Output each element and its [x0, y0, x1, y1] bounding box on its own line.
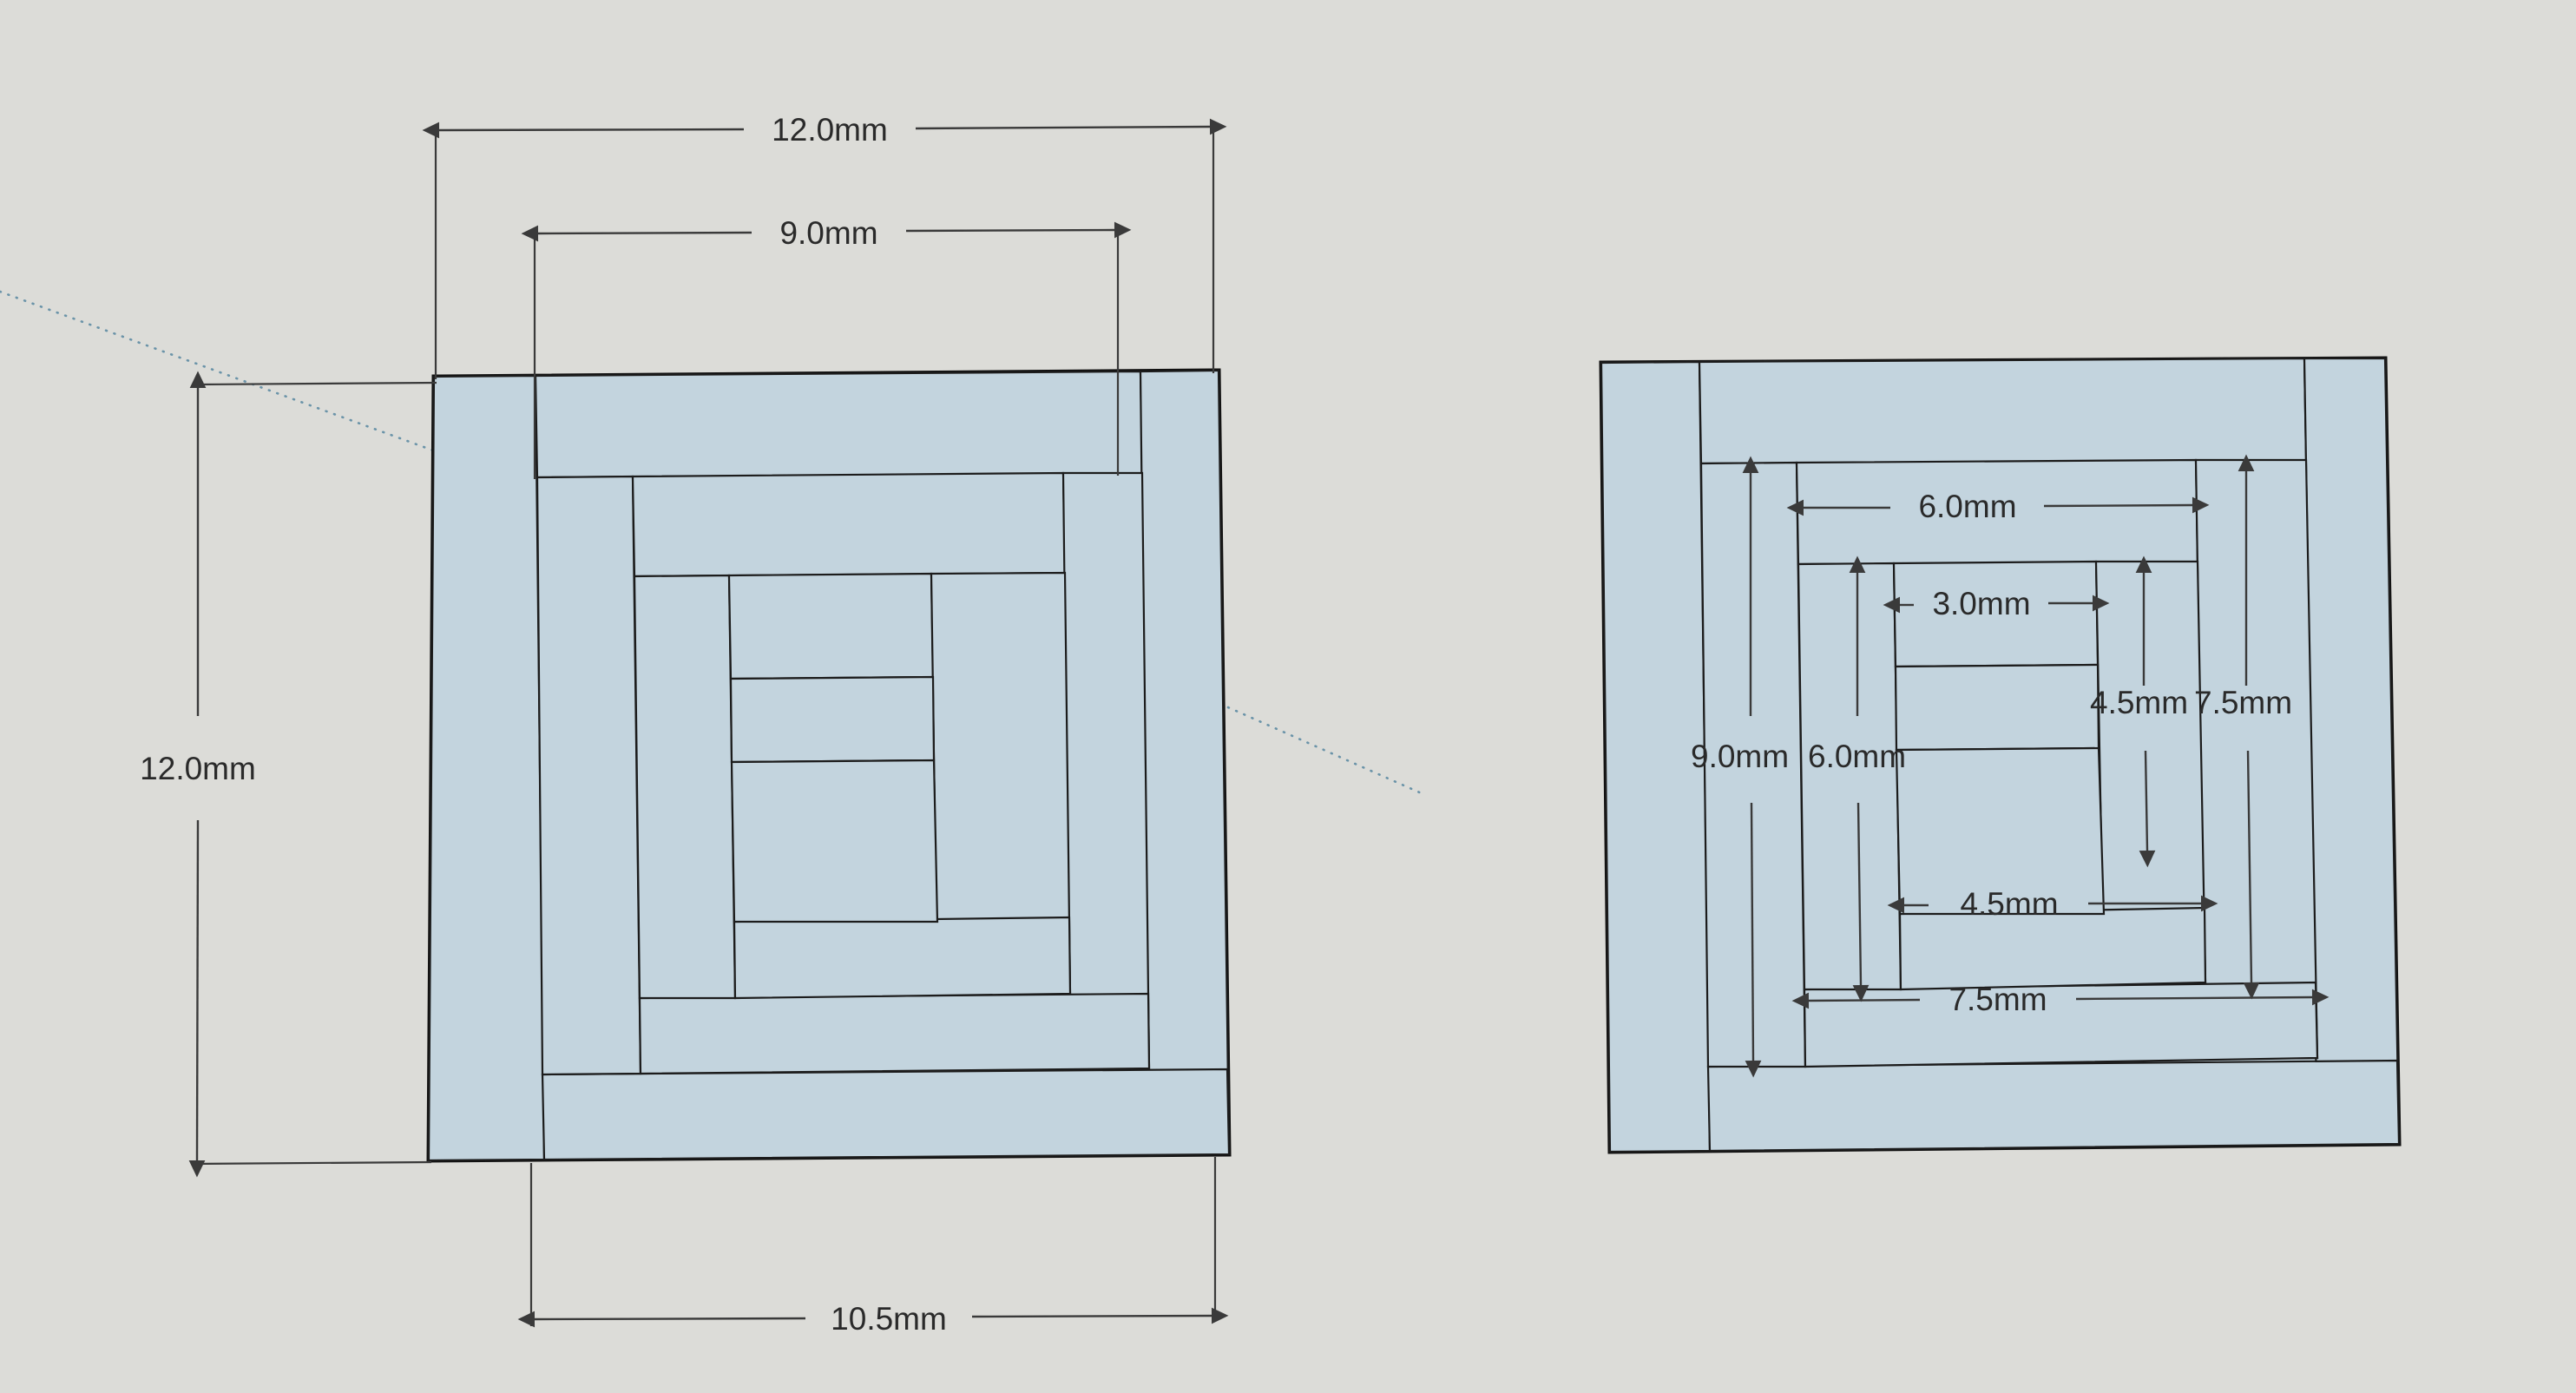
guide-line-upper-left: [0, 290, 444, 456]
dim-right-vert-75: 7.5mm: [2194, 454, 2292, 1000]
dim-label-right-vert-75: 7.5mm: [2194, 685, 2292, 720]
left-ring3-left-strip: [633, 574, 737, 1000]
right-ring1-right-strip: [2303, 357, 2401, 1147]
left-ring2-right-strip: [1061, 471, 1151, 1071]
dim-label-right-vert-6: 6.0mm: [1808, 739, 1906, 774]
dim-label-left-top-overall: 12.0mm: [772, 112, 888, 148]
dim-line-left-inner-b: [905, 221, 1132, 239]
dim-label-right-horiz-45: 4.5mm: [1960, 886, 2058, 922]
guide-line-lower-right: [1226, 706, 1425, 796]
dim-left-vertical: 12.0mm: [140, 371, 437, 1178]
left-ring2-bottom-strip: [638, 992, 1151, 1075]
dim-line-right-v9-b: [1745, 802, 1762, 1078]
left-ring2-left-strip: [536, 475, 642, 1076]
dim-label-left-bottom-overall: 10.5mm: [831, 1301, 947, 1337]
right-core-top-block: [1894, 663, 2100, 752]
dim-label-left-vertical: 12.0mm: [140, 751, 256, 786]
right-core-main-block: [1895, 746, 2106, 916]
right-ring1-top-strip: [1698, 357, 2308, 465]
left-core-main-block: [730, 759, 939, 923]
dim-label-right-horiz-6: 6.0mm: [1918, 489, 2016, 524]
left-ring1-bottom-strip: [541, 1068, 1231, 1161]
left-ring3-top-strip: [727, 572, 935, 680]
dim-label-right-horiz-75: 7.5mm: [1948, 982, 2047, 1017]
left-ring1-left-strip: [427, 374, 546, 1162]
dim-left-top-inner: 9.0mm: [521, 215, 1132, 479]
dim-right-horiz-75: 7.5mm: [1791, 982, 2330, 1017]
dim-line-right-v75-b: [2243, 750, 2260, 1000]
dim-line-left-top-b: [915, 118, 1227, 135]
dim-line-right-v6-b: [1852, 802, 1870, 1002]
dim-line-right-h75-b: [2075, 989, 2330, 1006]
dim-left-bottom-overall: 10.5mm: [517, 1157, 1229, 1337]
dim-label-right-vert-45: 4.5mm: [2090, 685, 2188, 720]
dim-line-left-top-a: [422, 122, 745, 139]
dim-right-horiz-45: 4.5mm: [1887, 886, 2218, 922]
dim-right-vert-6: 6.0mm: [1808, 555, 1906, 1002]
ext-line-left-vert-bottom: [192, 1160, 432, 1166]
dim-line-right-h75-a: [1791, 992, 1921, 1009]
dim-line-left-vert-b: [188, 819, 206, 1178]
right-ring1-bottom-strip: [1706, 1059, 2401, 1153]
right-nested-square-figure: [1599, 356, 2402, 1154]
left-ring1-top-strip: [534, 370, 1144, 479]
left-nested-square-figure: [426, 368, 1232, 1163]
dim-line-right-h6-b: [2043, 496, 2210, 514]
right-ring2-right-strip: [2194, 458, 2319, 1061]
right-ring3-left-strip: [1797, 562, 1902, 991]
dim-right-vert-45: 4.5mm: [2090, 555, 2188, 868]
dim-label-left-top-inner: 9.0mm: [779, 215, 877, 251]
right-ring2-bottom-strip: [1803, 981, 2319, 1068]
dim-right-horiz-6: 6.0mm: [1786, 489, 2210, 524]
left-ring2-top-strip: [631, 471, 1067, 578]
ext-line-left-vert-top: [197, 381, 437, 386]
left-ring1-right-strip: [1139, 369, 1231, 1157]
dim-line-left-bottom-b: [971, 1307, 1229, 1324]
dim-left-top-overall: 12.0mm: [422, 112, 1227, 379]
left-core-top-block: [729, 675, 936, 764]
dim-line-right-v45-b: [2139, 750, 2156, 868]
dim-right-horiz-3: 3.0mm: [1883, 586, 2110, 621]
left-ring3-bottom-strip: [733, 916, 1072, 1000]
dim-right-vert-9: 9.0mm: [1691, 456, 1789, 1078]
dim-label-right-vert-9: 9.0mm: [1691, 739, 1789, 774]
guide-line-group: [0, 290, 1425, 796]
dim-line-left-bottom-a: [517, 1311, 806, 1328]
dim-label-right-horiz-3: 3.0mm: [1932, 586, 2030, 621]
